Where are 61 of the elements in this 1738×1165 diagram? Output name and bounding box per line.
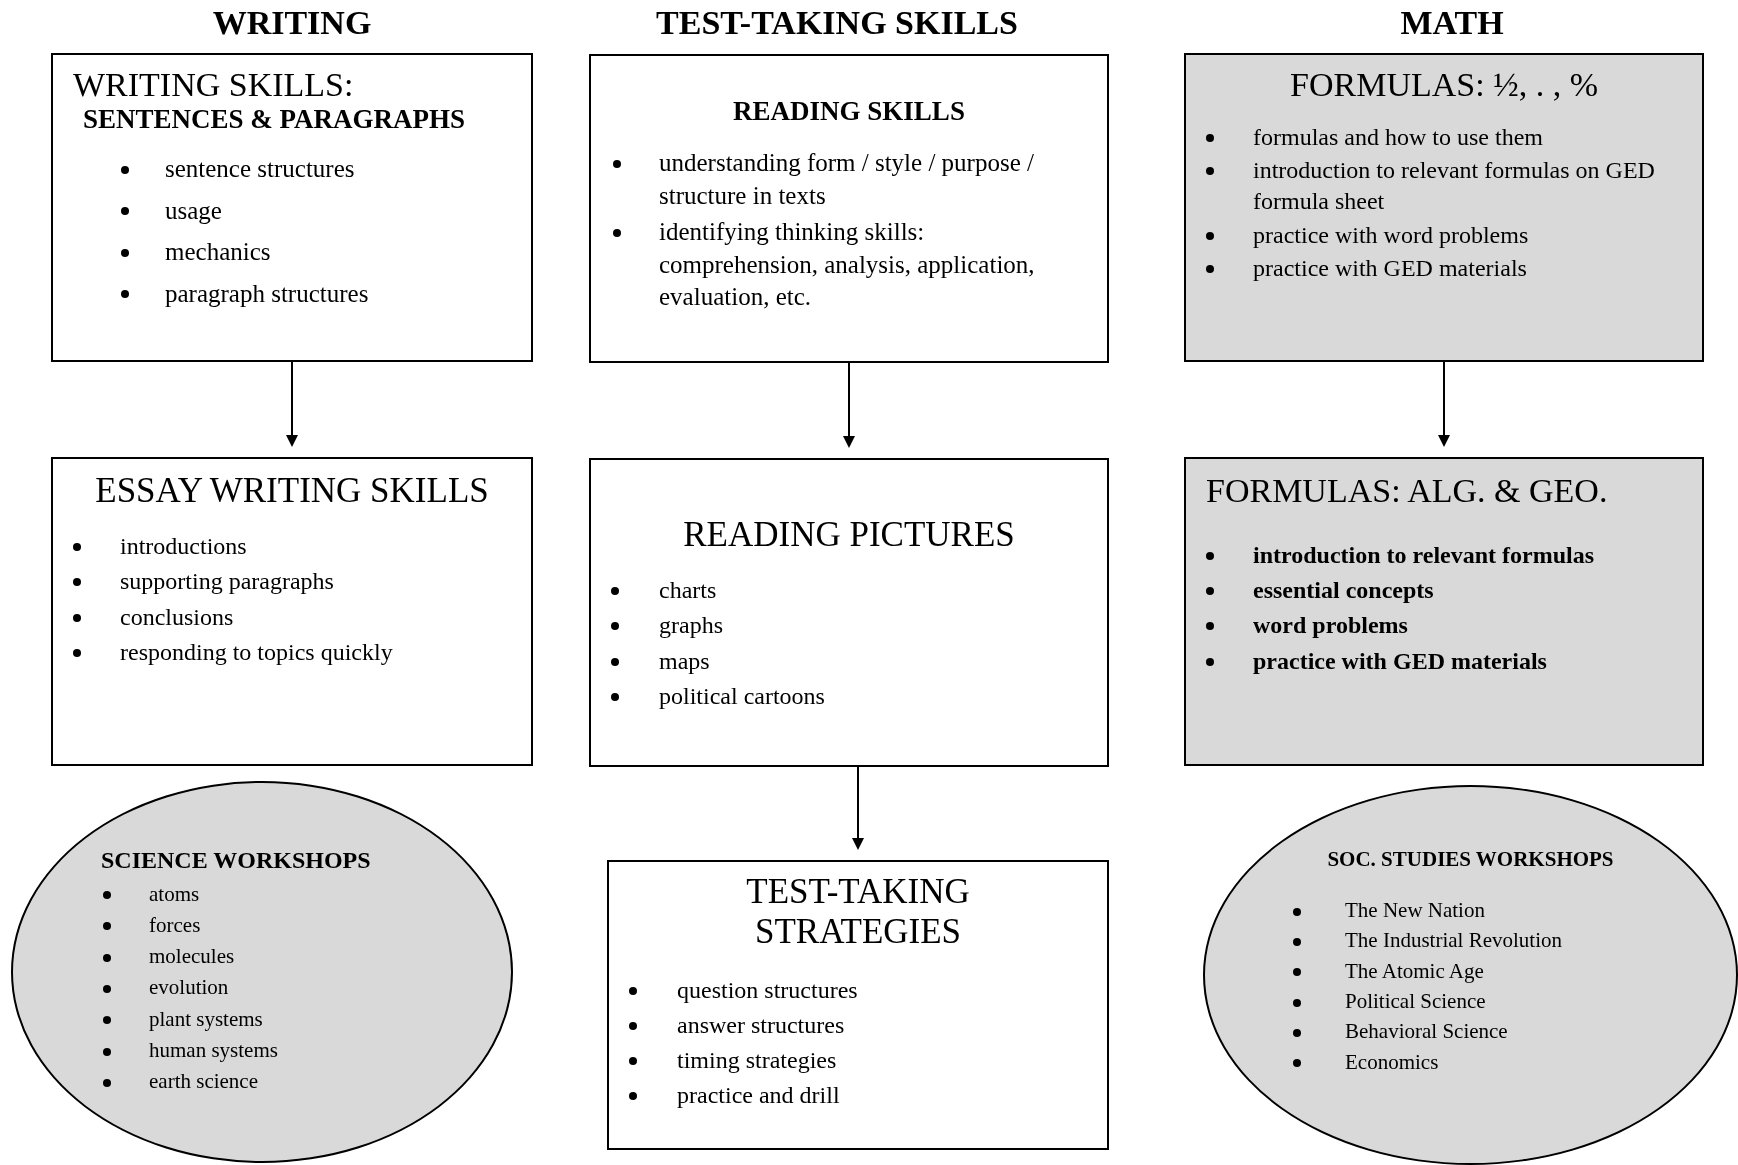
list-item: evolution <box>149 974 230 1002</box>
list-item: graphs <box>659 611 724 641</box>
list-item: formulas and how to use them <box>1253 123 1544 153</box>
column-heading: WRITING <box>211 4 373 42</box>
list-item: molecules <box>149 943 236 971</box>
box-heading: FORMULAS: ALG. & GEO. <box>1205 471 1609 511</box>
list-item: Behavioral Science <box>1345 1018 1509 1046</box>
list-item: human systems <box>149 1037 279 1065</box>
column-heading: MATH <box>1399 4 1505 42</box>
topic-box <box>607 860 1109 1150</box>
topic-box <box>1184 53 1704 362</box>
list-item: practice with word problems <box>1253 220 1530 250</box>
list-item: charts <box>659 576 718 606</box>
arrow <box>286 361 298 447</box>
box-heading: TEST-TAKING STRATEGIES <box>745 872 971 953</box>
arrow <box>843 362 855 448</box>
list-item: identifying thinking skills: comprehension, analysis, application, evaluation, etc. <box>659 217 1036 313</box>
list-item: forces <box>149 911 202 939</box>
list-item: practice and drill <box>677 1081 841 1111</box>
list-item: Political Science <box>1345 988 1487 1016</box>
box-heading: READING SKILLS <box>732 96 966 128</box>
list-item: Economics <box>1345 1048 1440 1076</box>
list-item: question structures <box>677 975 859 1005</box>
list-item: practice with GED materials <box>1253 253 1528 283</box>
box-heading: SCIENCE WORKSHOPS <box>100 847 372 875</box>
list-item: political cartoons <box>659 681 826 711</box>
topic-box <box>589 54 1109 363</box>
list-item: answer structures <box>677 1010 846 1040</box>
list-item: practice with GED materials <box>1253 646 1548 676</box>
box-heading: FORMULAS: ½, . , % <box>1289 65 1599 105</box>
list-item: maps <box>659 646 711 676</box>
arrow <box>852 766 864 850</box>
list-item: earth science <box>149 1068 259 1096</box>
list-item: responding to topics quickly <box>120 637 394 667</box>
list-item: introduction to relevant formulas <box>1253 541 1596 571</box>
list-item: timing strategies <box>677 1045 838 1075</box>
list-item: plant systems <box>149 1005 264 1033</box>
box-heading: SENTENCES & PARAGRAPHS <box>82 104 467 136</box>
topic-box <box>51 457 533 766</box>
list-item: essential concepts <box>1253 576 1435 606</box>
topic-box <box>589 458 1109 767</box>
list-item: word problems <box>1253 611 1409 641</box>
list-item: supporting paragraphs <box>120 567 335 597</box>
list-item: The Atomic Age <box>1345 957 1485 985</box>
arrow <box>1438 361 1450 447</box>
list-item: mechanics <box>165 237 272 268</box>
list-item: paragraph structures <box>165 278 370 309</box>
box-heading: ESSAY WRITING SKILLS <box>94 471 490 512</box>
list-item: sentence structures <box>165 154 356 185</box>
box-heading: READING PICTURES <box>682 515 1016 556</box>
list-item: conclusions <box>120 602 235 632</box>
list-item: atoms <box>149 880 201 908</box>
list-item: The Industrial Revolution <box>1345 927 1563 955</box>
topic-box <box>51 53 533 362</box>
box-heading: WRITING SKILLS: <box>72 65 355 105</box>
list-item: usage <box>165 195 223 226</box>
list-item: introductions <box>120 532 248 562</box>
box-heading: SOC. STUDIES WORKSHOPS <box>1326 847 1615 872</box>
topic-box <box>1184 457 1704 766</box>
column-heading: TEST-TAKING SKILLS <box>655 4 1019 42</box>
list-item: The New Nation <box>1345 897 1486 925</box>
